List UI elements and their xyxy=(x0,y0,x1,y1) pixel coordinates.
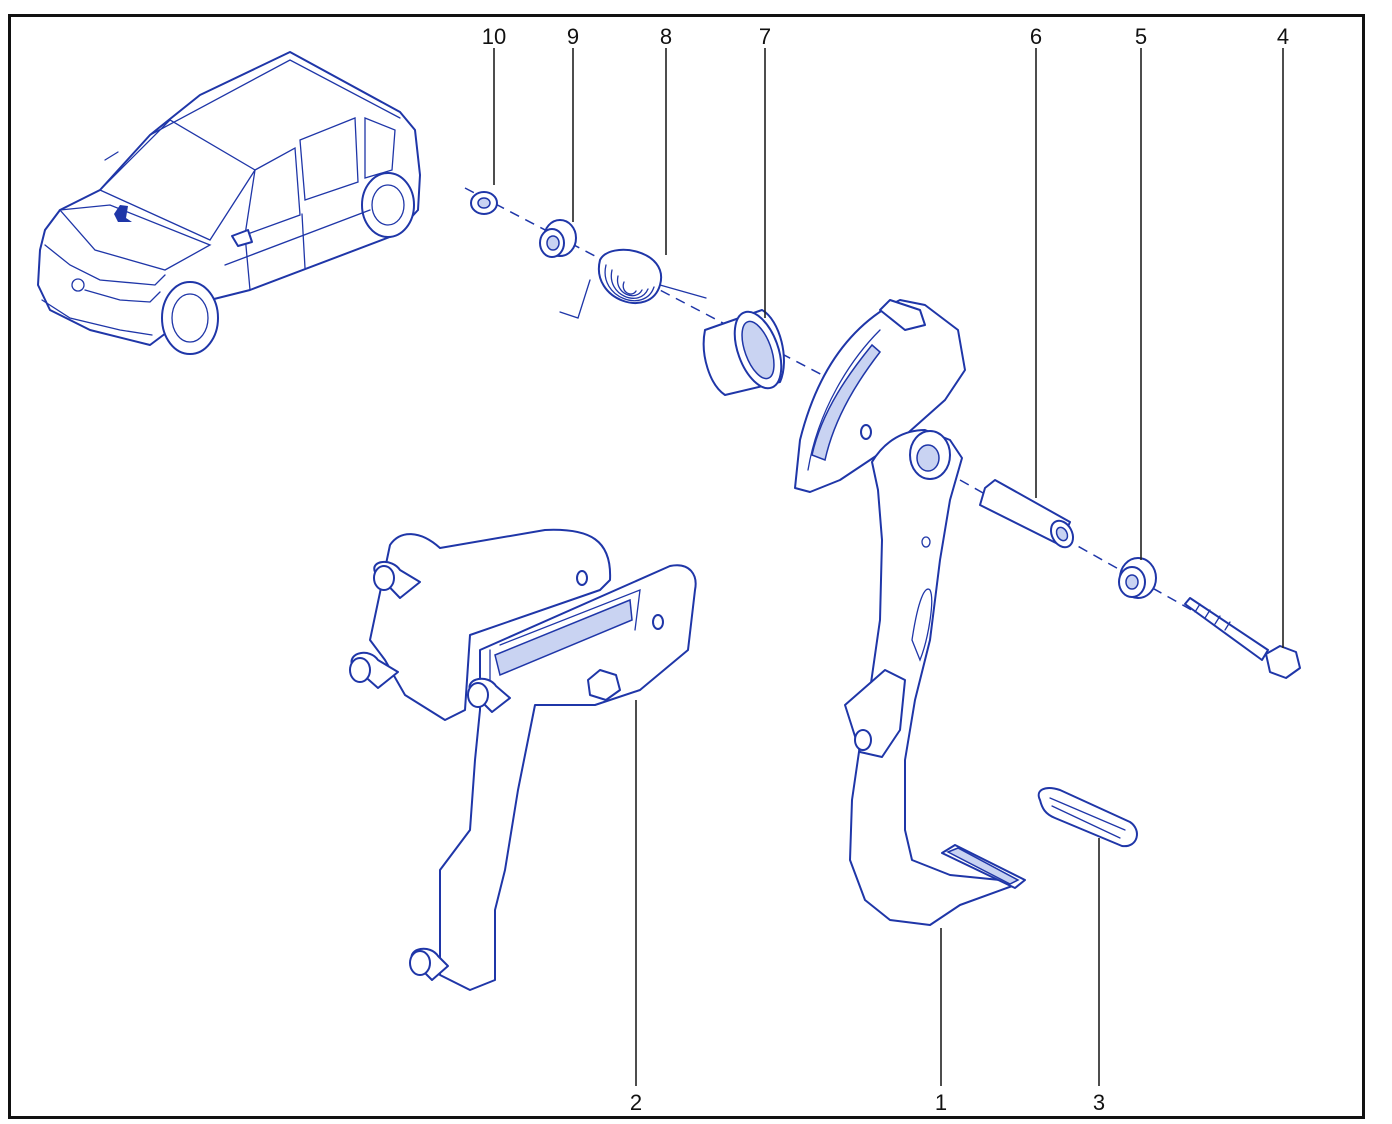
callout-5: 5 xyxy=(1135,24,1147,49)
hatchback-car-locator-icon xyxy=(37,51,421,355)
part-1-brake-pedal xyxy=(794,299,1026,926)
callout-3: 3 xyxy=(1093,1090,1105,1115)
upper-assembly-axis xyxy=(464,187,871,401)
callout-10: 10 xyxy=(482,24,506,49)
callout-7: 7 xyxy=(759,24,771,49)
callout-leaders xyxy=(493,48,1284,1086)
callout-6: 6 xyxy=(1030,24,1042,49)
callout-4: 4 xyxy=(1277,24,1289,49)
part-6-spacer-tube xyxy=(979,479,1075,549)
callout-8: 8 xyxy=(660,24,672,49)
part-9-bush xyxy=(539,219,577,258)
callout-2: 2 xyxy=(630,1090,642,1115)
callout-9: 9 xyxy=(567,24,579,49)
callout-1: 1 xyxy=(935,1090,947,1115)
part-3-pedal-pad xyxy=(1037,787,1138,848)
part-4-pivot-bolt xyxy=(1184,597,1301,679)
part-5-bushing xyxy=(1118,557,1157,599)
pedal-location-arrow-icon xyxy=(114,205,132,222)
part-10-nut xyxy=(470,191,498,215)
part-7-sleeve xyxy=(702,309,785,396)
part-2-pedal-bracket xyxy=(349,528,697,991)
part-8-return-spring xyxy=(559,248,707,319)
